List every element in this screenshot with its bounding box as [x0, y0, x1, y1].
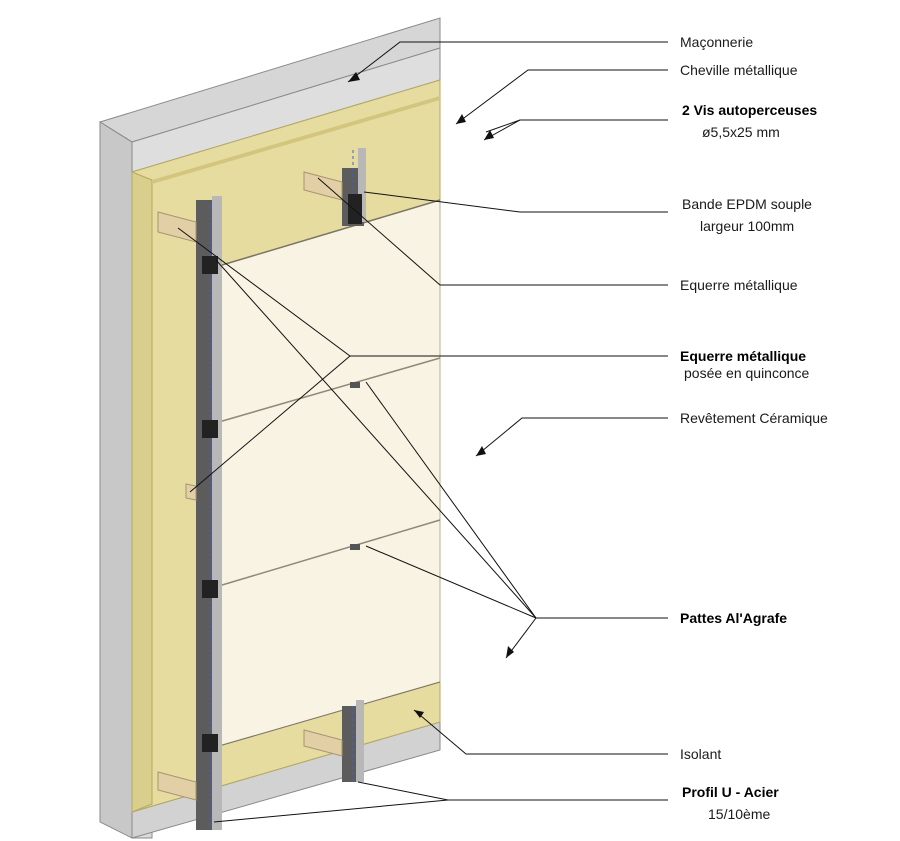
u-profile-left	[196, 196, 222, 830]
label-pattes-agrafe: Pattes Al'Agrafe	[680, 610, 787, 626]
label-equerre-quinconce-detail: posée en quinconce	[684, 365, 810, 381]
arrowheads	[348, 72, 514, 718]
label-bande-epdm: Bande EPDM souple	[682, 196, 812, 212]
label-equerre-metallique: Equerre métallique	[680, 277, 798, 293]
label-profil-u-epaisseur: 15/10ème	[708, 806, 770, 822]
u-profile-right-bottom	[342, 700, 364, 782]
bracket	[157, 171, 343, 801]
label-equerre-quinconce: Equerre métallique	[680, 348, 806, 364]
label-revetement-ceramique: Revêtement Céramique	[680, 410, 828, 426]
clip-agrafe	[202, 194, 362, 752]
panel-joint	[211, 357, 441, 425]
leader-lines	[177, 41, 668, 823]
label-bande-epdm-largeur: largeur 100mm	[700, 218, 794, 234]
panel-joint	[211, 519, 441, 589]
label-isolant: Isolant	[680, 746, 721, 762]
label-maconnerie: Maçonnerie	[680, 34, 753, 50]
label-profil-u: Profil U - Acier	[682, 784, 779, 800]
label-vis-diametre: ø5,5x25 mm	[702, 124, 780, 140]
label-cheville-metallique: Cheville métallique	[680, 62, 798, 78]
ceramic-cladding	[211, 199, 441, 749]
label-vis-autoperceuses: 2 Vis autoperceuses	[682, 102, 817, 118]
